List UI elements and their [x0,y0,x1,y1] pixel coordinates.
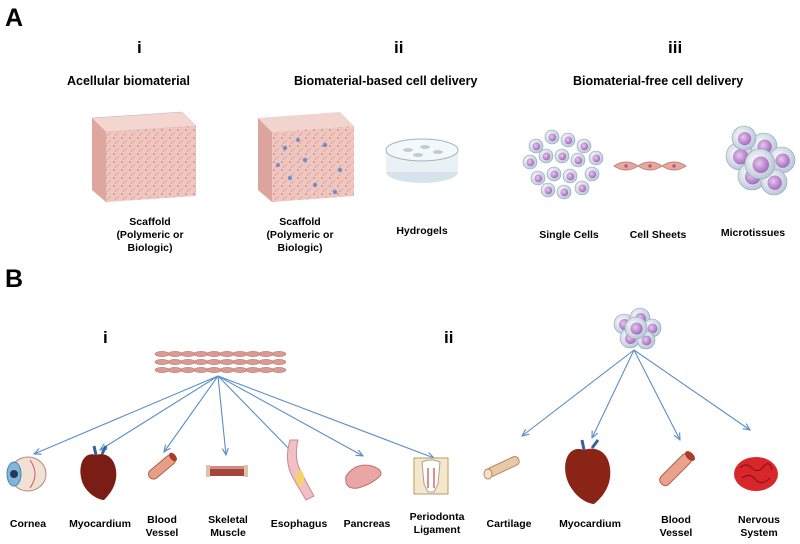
target-myocardium: Myocardium [69,518,131,530]
caption-scaffold-cells: Scaffold (Polymeric or Biologic) [266,216,334,254]
target-cornea: Cornea [9,518,47,530]
arrows-ii [522,349,750,440]
target-skeletal-muscle: Skeletal Muscle [208,514,248,539]
heart-icon [80,445,117,500]
pancreas-icon [345,464,382,489]
caption-single-cells: Single Cells [539,229,599,241]
single-cells-image [522,129,604,200]
scaffold-acellular-image [91,111,197,202]
target-periodontal-ligament: Periodonta Ligament [409,511,465,536]
target-blood-vessel-2: Blood Vessel [659,514,693,539]
microtissue-small-image [613,307,662,350]
column-iii-numeral: iii [668,38,683,57]
heart-icon-2 [565,439,611,504]
skeletal-muscle-icon [206,465,248,477]
target-cartilage: Cartilage [486,518,532,530]
panel-b-label: B [5,265,24,293]
cartilage-icon [483,456,520,480]
cell-sheet-stack-image [154,351,287,373]
panel-a-label: A [5,4,24,32]
cell-sheet-image [613,161,687,171]
esophagus-icon [286,439,315,501]
target-esophagus: Esophagus [270,518,328,530]
caption-scaffold-acellular: Scaffold (Polymeric or Biologic) [116,216,184,254]
blood-vessel-icon [148,452,177,480]
column-i-numeral: i [137,38,142,57]
caption-hydrogels: Hydrogels [396,225,448,237]
column-ii-numeral: ii [394,38,404,57]
target-myocardium-2: Myocardium [559,518,621,530]
cornea-icon [6,456,47,492]
hydrogel-dish-image [385,138,459,183]
target-nervous-system: Nervous System [737,514,780,539]
section-i-numeral: i [103,328,108,347]
column-iii-title: Biomaterial-free cell delivery [573,74,744,88]
caption-cell-sheets: Cell Sheets [629,229,687,241]
blood-vessel-icon-2 [659,451,695,487]
brain-icon [734,457,778,491]
arrows-i [34,375,434,458]
column-ii-title: Biomaterial-based cell delivery [294,74,478,88]
microtissue-image [725,125,796,196]
caption-microtissues: Microtissues [720,227,786,239]
scaffold-cells-image [258,112,354,202]
column-i-title: Acellular biomaterial [67,74,190,88]
target-pancreas: Pancreas [343,518,391,530]
section-ii-numeral: ii [444,328,454,347]
target-blood-vessel: Blood Vessel [145,514,179,539]
tooth-icon [413,457,449,495]
